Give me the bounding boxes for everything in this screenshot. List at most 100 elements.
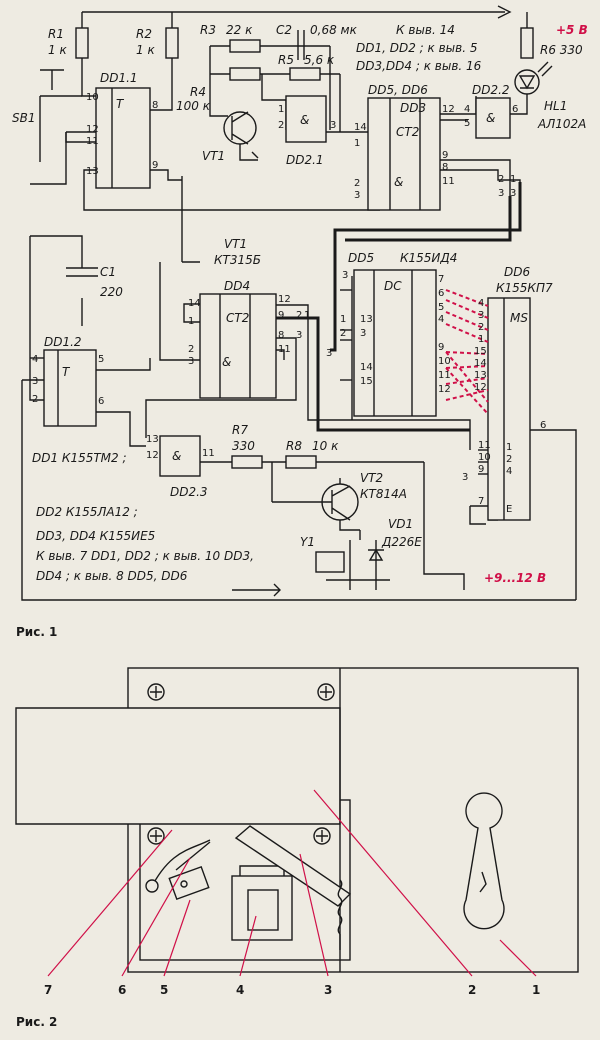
svg-text:12: 12	[278, 294, 291, 305]
svg-text:9: 9	[152, 160, 158, 171]
svg-text:5: 5	[464, 118, 470, 129]
dd6-ms: MS	[510, 311, 528, 325]
chip-dd3	[367, 97, 441, 211]
chip-dd2-1	[285, 95, 327, 143]
svg-text:2: 2	[506, 454, 512, 465]
svg-text:4: 4	[438, 314, 444, 325]
capacitor-c2	[297, 30, 305, 60]
label-r5: R5	[278, 53, 294, 67]
label-c2: C2	[276, 23, 292, 37]
callout-1: 1	[532, 983, 540, 997]
svg-text:4: 4	[464, 104, 470, 115]
svg-text:15: 15	[360, 376, 373, 387]
svg-text:8: 8	[278, 330, 284, 341]
legend-line2: DD2 К155ЛА12 ;	[36, 505, 138, 519]
svg-text:E: E	[506, 504, 512, 515]
svg-text:10: 10	[86, 92, 99, 103]
legend-line3: DD3, DD4 К155ИЕ5	[36, 529, 155, 543]
svg-text:7: 7	[478, 496, 484, 507]
label-hl1-val: АЛ102А	[537, 117, 586, 131]
svg-text:3: 3	[326, 348, 332, 359]
fig2-caption: Рис. 2	[16, 1015, 57, 1029]
svg-text:4: 4	[506, 466, 512, 477]
svg-text:1: 1	[354, 138, 360, 149]
svg-text:14: 14	[474, 358, 487, 369]
chip-dd2-2	[475, 97, 511, 139]
svg-text:3: 3	[354, 190, 360, 201]
svg-text:2: 2	[478, 322, 484, 333]
svg-text:7: 7	[438, 274, 444, 285]
svg-text:2: 2	[32, 394, 38, 405]
label-r7: R7	[232, 423, 248, 437]
svg-text:2: 2	[296, 310, 302, 321]
svg-text:14: 14	[188, 298, 201, 309]
svg-text:1: 1	[510, 174, 516, 185]
callout-3: 3	[324, 983, 332, 997]
svg-text:11: 11	[478, 440, 491, 451]
svg-text:4: 4	[32, 354, 38, 365]
fig2-drawing: 7 6 5 4 3 2 1 Рис. 2	[15, 667, 579, 1029]
label-vt2: VT2	[360, 471, 383, 485]
cover-panel	[15, 707, 341, 825]
label-r8-val: 10 к	[312, 439, 339, 453]
relay-y1	[315, 551, 345, 573]
resistor-r4	[229, 67, 261, 81]
resistor-r2	[165, 27, 179, 59]
svg-text:11: 11	[278, 344, 291, 355]
svg-text:3: 3	[296, 330, 302, 341]
dd3-ct2: CT2	[396, 125, 419, 139]
svg-text:10: 10	[438, 356, 451, 367]
svg-text:3: 3	[188, 356, 194, 367]
callout-7: 7	[44, 983, 52, 997]
resistor-r7	[231, 455, 263, 469]
svg-text:11: 11	[438, 370, 451, 381]
dd4-ct2: CT2	[226, 311, 249, 325]
resistor-r8	[285, 455, 317, 469]
svg-text:2: 2	[188, 344, 194, 355]
svg-text:3: 3	[462, 472, 468, 483]
label-r1: R1	[48, 27, 64, 41]
label-r2-val: 1 к	[136, 43, 155, 57]
chip-dd4	[199, 293, 277, 399]
svg-text:2: 2	[354, 178, 360, 189]
vt1-type: КТ315Б	[214, 253, 261, 267]
label-r5-val: 5,6 к	[304, 53, 335, 67]
svg-text:14: 14	[360, 362, 373, 373]
callout-leaders	[47, 789, 537, 977]
svg-text:3: 3	[342, 270, 348, 281]
svg-text:1: 1	[188, 316, 194, 327]
label-dd6-type: К155КП7	[496, 281, 553, 295]
label-dd3: DD3	[400, 101, 426, 115]
svg-text:11: 11	[86, 136, 99, 147]
label-r3-val: 22 к	[226, 23, 253, 37]
fig1-labels: R1 1 к R2 1 к R3 22 к C2 0,68 мк R5 5,6 …	[12, 23, 588, 639]
svg-text:13: 13	[86, 166, 99, 177]
note-dd56: DD5, DD6	[368, 83, 428, 97]
screw-icons	[147, 683, 335, 845]
svg-text:13: 13	[474, 370, 487, 381]
svg-text:1: 1	[478, 334, 484, 345]
label-dd5: DD5	[348, 251, 374, 265]
power-9-12v-label: +9...12 В	[484, 571, 546, 585]
label-dd6: DD6	[504, 265, 530, 279]
svg-text:3: 3	[330, 120, 336, 131]
svg-text:3: 3	[510, 188, 516, 199]
label-dd4: DD4	[224, 279, 250, 293]
svg-text:12: 12	[146, 450, 159, 461]
dd2-3-and: &	[172, 449, 181, 463]
svg-text:4: 4	[478, 298, 484, 309]
note-dd12-pin5: DD1, DD2 ; к выв. 5	[356, 41, 477, 55]
dd1-1-t: T	[116, 97, 125, 111]
svg-text:15: 15	[474, 346, 487, 357]
svg-text:2: 2	[278, 120, 284, 131]
label-c2-val: 0,68 мк	[310, 23, 358, 37]
svg-text:3: 3	[478, 310, 484, 321]
svg-text:6: 6	[438, 288, 444, 299]
label-dd1-2: DD1.2	[44, 335, 82, 349]
svg-text:1: 1	[340, 314, 346, 325]
callout-6: 6	[118, 983, 126, 997]
callout-5: 5	[160, 983, 168, 997]
chip-dd6	[487, 297, 531, 521]
